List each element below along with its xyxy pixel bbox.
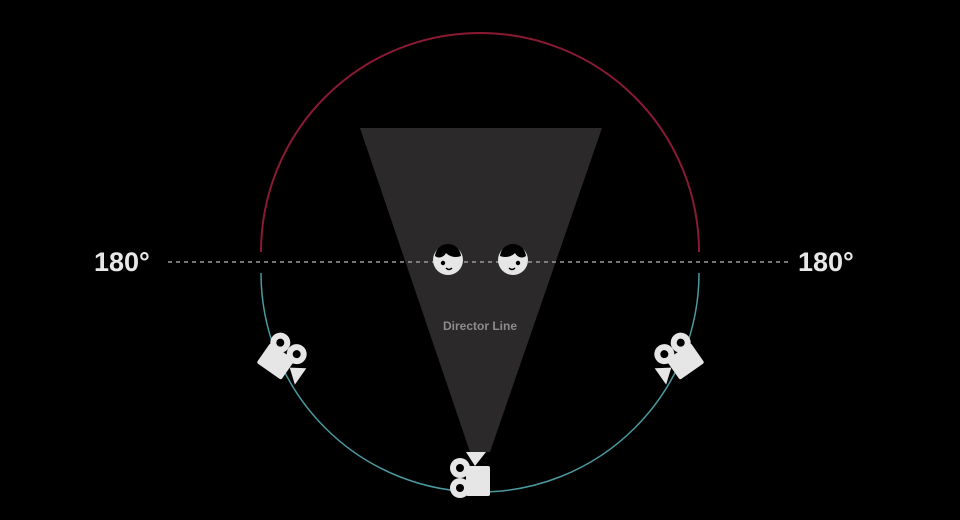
face-icon — [433, 244, 463, 275]
camera-view-cone — [360, 128, 602, 452]
left-angle-label: 180° — [94, 247, 150, 277]
face-icon — [498, 244, 528, 275]
movie-camera-icon — [450, 452, 490, 498]
director-line-label: Director Line — [443, 319, 517, 333]
movie-camera-icon — [645, 328, 707, 388]
movie-camera-icon — [254, 328, 316, 388]
right-angle-label: 180° — [798, 247, 854, 277]
top-arc — [260, 32, 700, 253]
